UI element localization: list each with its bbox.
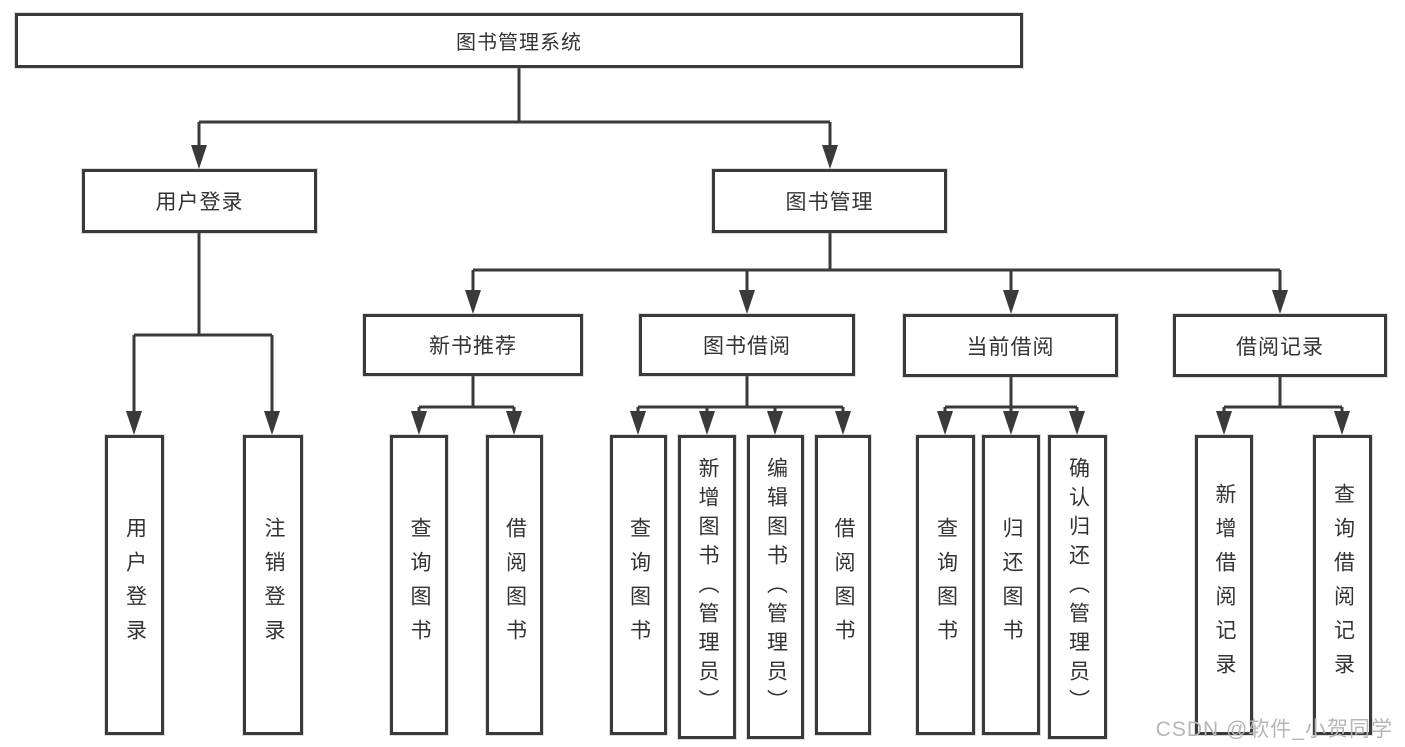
leaf-query-books-3: 查询图书 xyxy=(916,435,975,735)
leaf-user-login: 用户登录 xyxy=(105,435,164,735)
csdn-watermark: CSDN @软件_小贺同学 xyxy=(1155,718,1393,741)
node-new-book-recommend: 新书推荐 xyxy=(363,314,583,376)
leaf-query-books-1: 查询图书 xyxy=(390,435,448,735)
arrowheads xyxy=(126,145,1350,435)
leaf-query-borrow-record: 查询借阅记录 xyxy=(1313,435,1372,735)
leaf-confirm-return-admin: 确认归还（管理员） xyxy=(1048,435,1107,739)
leaf-borrow-books-2: 借阅图书 xyxy=(815,435,871,735)
node-current-borrow: 当前借阅 xyxy=(903,314,1118,377)
node-book-management: 图书管理 xyxy=(712,169,947,233)
leaf-logout: 注销登录 xyxy=(243,435,303,735)
node-user-login: 用户登录 xyxy=(82,169,317,233)
leaf-edit-books-admin: 编辑图书（管理员） xyxy=(747,435,804,739)
leaf-query-books-2: 查询图书 xyxy=(610,435,667,735)
leaf-add-books-admin: 新增图书（管理员） xyxy=(678,435,736,739)
node-borrow-records: 借阅记录 xyxy=(1173,314,1387,377)
leaf-borrow-books-1: 借阅图书 xyxy=(486,435,543,735)
leaf-return-books: 归还图书 xyxy=(982,435,1040,735)
node-book-borrow: 图书借阅 xyxy=(639,314,855,376)
node-root: 图书管理系统 xyxy=(15,13,1023,68)
leaf-add-borrow-record: 新增借阅记录 xyxy=(1195,435,1253,735)
